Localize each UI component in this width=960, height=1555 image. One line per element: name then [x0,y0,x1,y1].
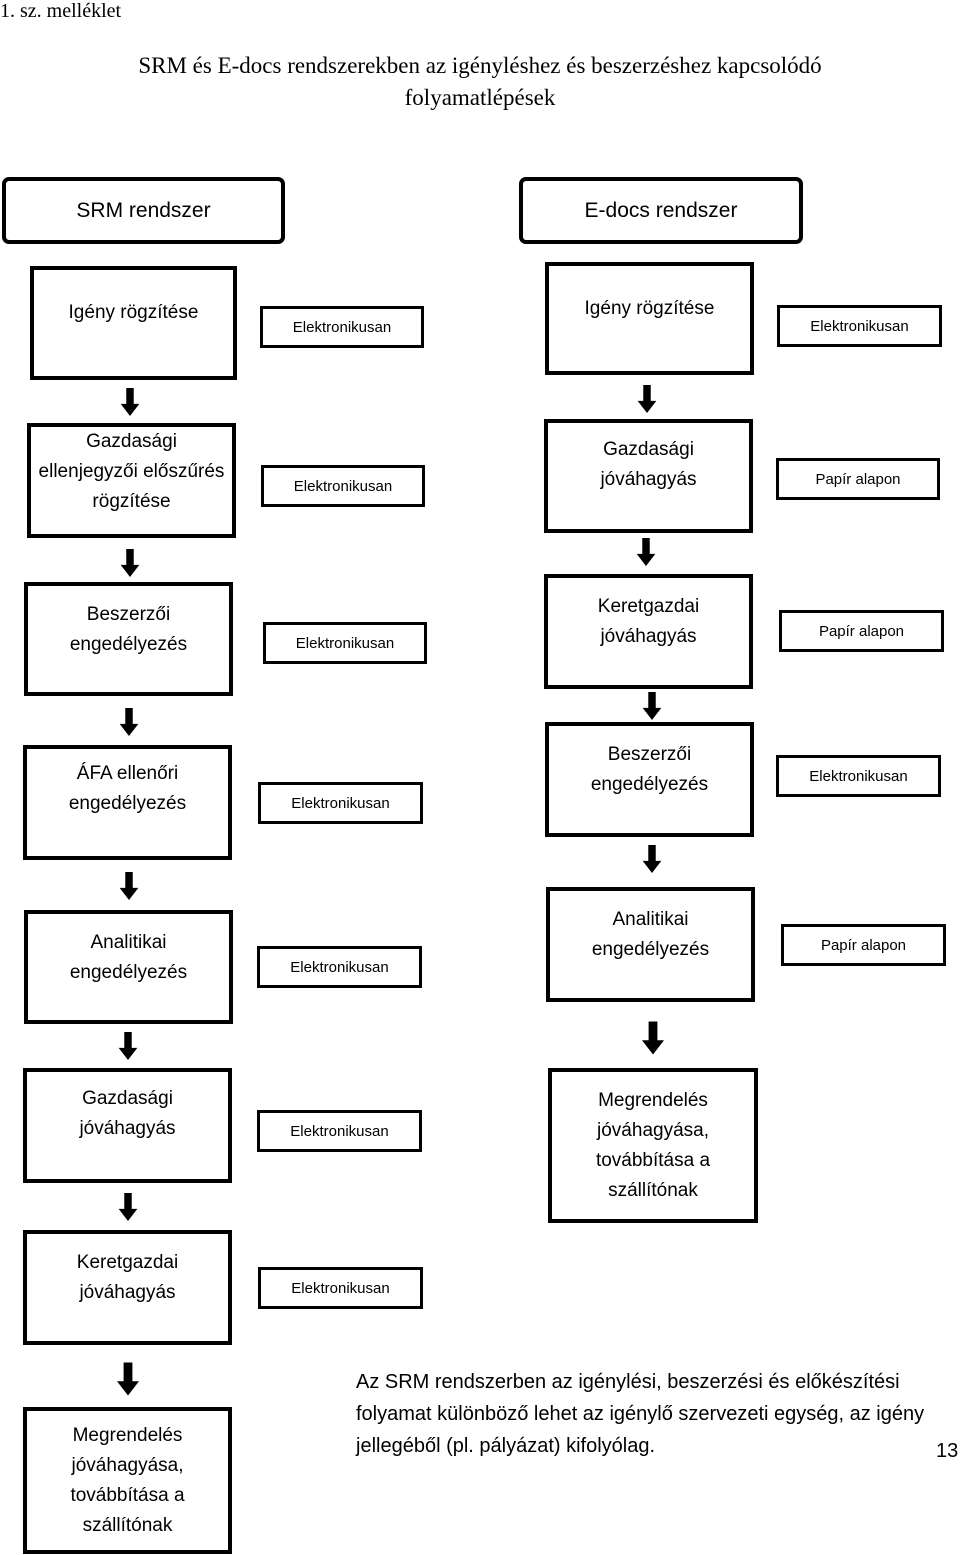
page-number: 13 [936,1440,959,1462]
edocs-step-6: Megrendelés jóváhagyása, továbbítása a s… [548,1068,758,1223]
edocs-step-2-mode: Papír alapon [776,458,940,500]
edocs-step-3-mode: Papír alapon [779,610,944,652]
arrow-down-icon [117,1362,139,1396]
srm-step-2-mode: Elektronikusan [261,465,425,507]
arrow-down-icon [642,1021,664,1055]
srm-step-7: Keretgazdai jóváhagyás [23,1230,232,1345]
edocs-step-5-mode: Papír alapon [781,924,946,966]
attachment-label: 1. sz. melléklet [0,0,122,22]
arrow-down-icon [636,538,656,566]
srm-step-3-mode: Elektronikusan [263,622,427,664]
srm-step-3: Beszerzői engedélyezés [24,582,233,696]
arrow-down-icon [118,1032,138,1060]
edocs-step-1-mode: Elektronikusan [777,305,942,347]
arrow-down-icon [637,385,657,413]
arrow-down-icon [642,845,662,873]
srm-step-5: Analitikai engedélyezés [24,910,233,1024]
edocs-step-3: Keretgazdai jóváhagyás [544,574,753,689]
srm-step-6-mode: Elektronikusan [257,1110,422,1152]
footnote-text: Az SRM rendszerben az igénylési, beszerz… [356,1371,925,1457]
edocs-step-2: Gazdasági jóváhagyás [544,419,753,533]
edocs-step-4: Beszerzői engedélyezés [545,722,754,837]
edocs-step-1: Igény rögzítése [545,262,754,375]
arrow-down-icon [118,1193,138,1221]
srm-step-1: Igény rögzítése [30,266,237,380]
srm-step-6: Gazdasági jóváhagyás [23,1068,232,1183]
srm-column-header: SRM rendszer [2,177,285,244]
edocs-step-4-mode: Elektronikusan [776,755,941,797]
arrow-down-icon [119,872,139,900]
srm-step-2: Gazdasági ellenjegyzői előszűrés rögzíté… [27,423,236,538]
srm-step-5-mode: Elektronikusan [257,946,422,988]
arrow-down-icon [120,388,140,416]
edocs-column-header: E-docs rendszer [519,177,803,244]
page-title-line1: SRM és E-docs rendszerekben az igénylésh… [138,53,822,78]
srm-step-1-mode: Elektronikusan [260,306,424,348]
srm-step-4: ÁFA ellenőri engedélyezés [23,745,232,860]
srm-step-4-mode: Elektronikusan [258,782,423,824]
srm-step-7-mode: Elektronikusan [258,1267,423,1309]
arrow-down-icon [120,549,140,577]
arrow-down-icon [119,708,139,736]
page-title-line2: folyamatlépések [404,85,556,110]
srm-step-8: Megrendelés jóváhagyása, továbbítása a s… [23,1407,232,1554]
arrow-down-icon [642,692,662,720]
edocs-step-5: Analitikai engedélyezés [546,887,755,1002]
